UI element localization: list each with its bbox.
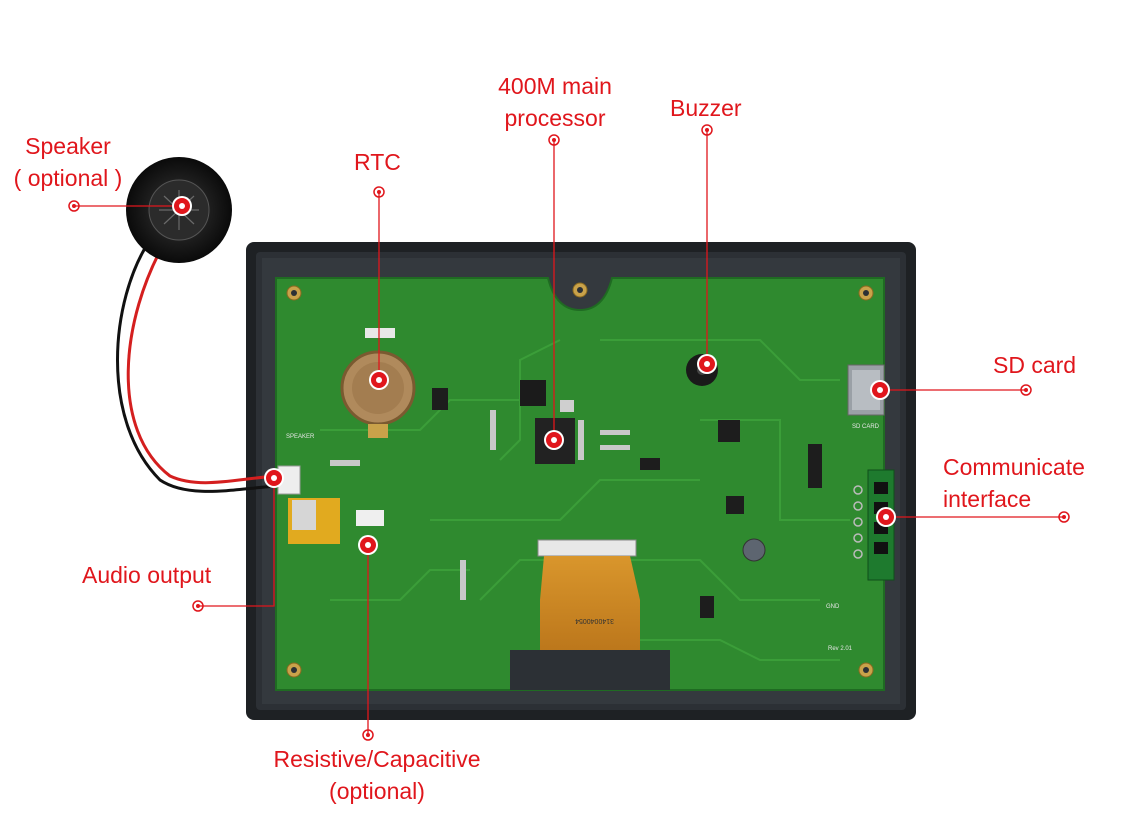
label-processor-line2: processor xyxy=(504,105,606,131)
label-audio-output: Audio output xyxy=(82,562,212,588)
label-touch-line1: Resistive/Capacitive xyxy=(273,746,481,772)
silk-sdcard: SD CARD xyxy=(852,424,880,430)
label-speaker-line1: Speaker xyxy=(25,133,111,159)
label-markers xyxy=(68,124,1070,741)
label-sd-card: SD card xyxy=(993,352,1077,378)
label-processor-line1: 400M main xyxy=(498,73,612,99)
board-rev: Rev 2.01 xyxy=(828,646,853,652)
silk-cable-code: 3140040054 xyxy=(575,617,614,624)
label-touch: Resistive/Capacitive (optional) xyxy=(252,743,502,807)
label-speaker: Speaker ( optional ) xyxy=(8,130,128,194)
label-processor: 400M main processor xyxy=(470,70,640,134)
label-communicate-interface: Communicate interface xyxy=(943,451,1085,515)
silk-speaker: SPEAKER xyxy=(286,434,315,440)
label-communicate-line2: interface xyxy=(943,486,1032,512)
label-speaker-line2: ( optional ) xyxy=(13,165,123,191)
label-rtc: RTC xyxy=(354,149,401,175)
callout-markers xyxy=(172,196,896,555)
label-communicate-line1: Communicate xyxy=(943,454,1085,480)
silk-gnd: GND xyxy=(826,604,840,610)
label-touch-line2: (optional) xyxy=(329,778,425,804)
leader-lines xyxy=(74,130,1064,735)
pcb: SPEAKER SD CARD GND Rev 2.01 3140040054 xyxy=(275,277,895,691)
label-buzzer: Buzzer xyxy=(670,95,742,121)
